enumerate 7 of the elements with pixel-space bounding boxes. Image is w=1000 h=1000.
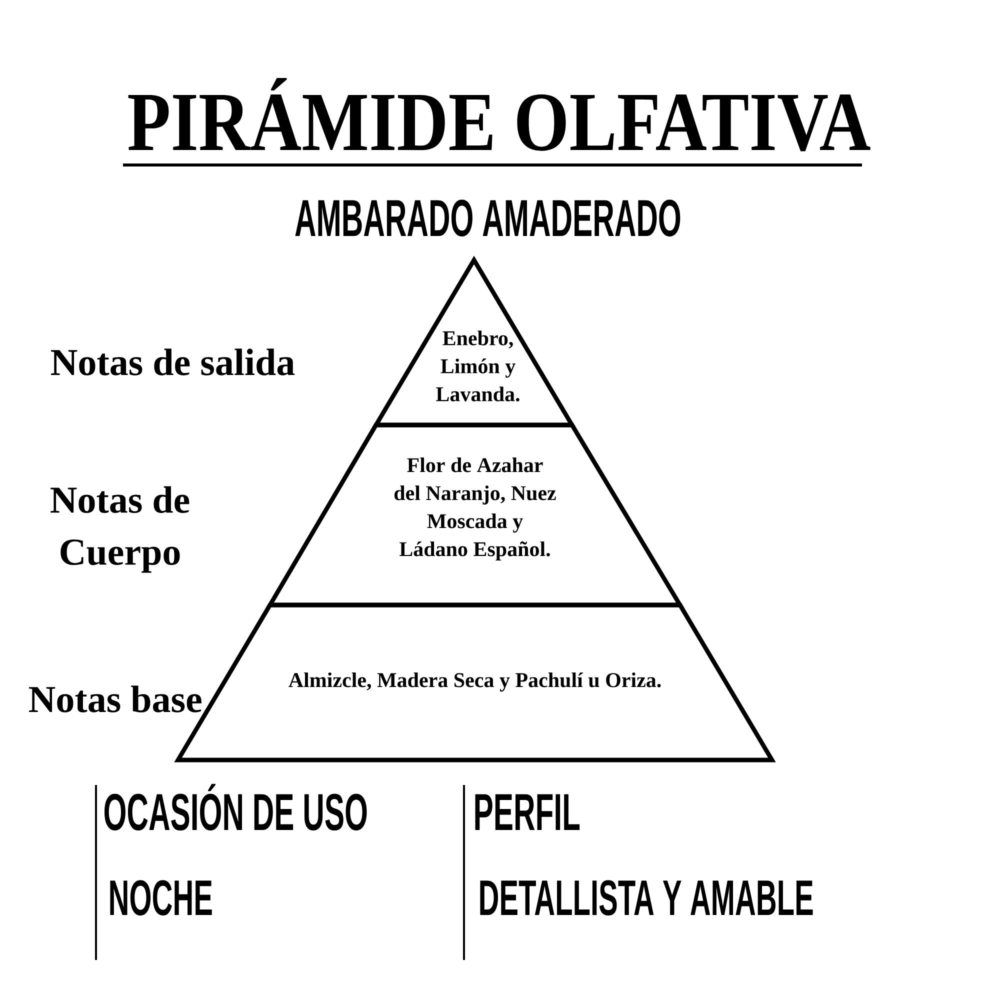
tier-label: Notas base — [29, 686, 202, 712]
section-heading: OCASIÓN DE USO — [104, 784, 367, 831]
title: PIRÁMIDE OLFATIVA — [128, 78, 870, 152]
section-value: DETALLISTA Y AMABLE — [480, 880, 813, 916]
tier-label: Notas de Cuerpo — [50, 486, 190, 573]
section-value: NOCHE — [110, 880, 212, 916]
tier-label: Notas de salida — [51, 348, 295, 376]
